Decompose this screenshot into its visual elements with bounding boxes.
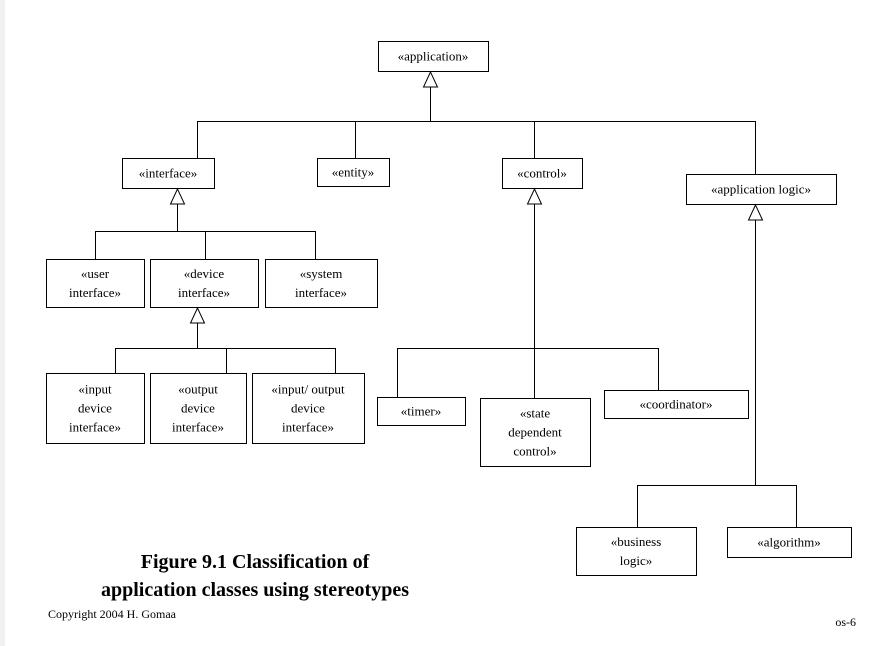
generalization-interface [95, 187, 316, 259]
node-label-line: «user [81, 266, 110, 281]
node-system-interface: «system interface» [265, 259, 378, 308]
node-box [317, 158, 390, 187]
node-label-line: «application» [398, 49, 469, 64]
node-box [480, 398, 591, 467]
node-algorithm: «algorithm» [727, 527, 852, 558]
node-label-line: «system [300, 266, 343, 281]
node-label-line: interface» [69, 420, 121, 435]
node-control: «control» [502, 158, 583, 189]
node-box [122, 158, 215, 189]
slide-number: os-6 [835, 615, 856, 629]
node-output-device-interface: «output device interface» [150, 373, 247, 444]
node-label-line: interface» [295, 285, 347, 300]
node-label-line: interface» [178, 285, 230, 300]
node-label-line: «business [611, 534, 662, 549]
node-box [576, 527, 697, 576]
node-label-line: «interface» [139, 166, 197, 181]
node-box [727, 527, 852, 558]
node-label-line: device [78, 401, 112, 416]
generalization-arrowhead [526, 187, 543, 205]
node-state-dependent-control: «state dependent control» [480, 398, 591, 467]
figure-caption-line-1: Figure 9.1 Classification of [140, 551, 370, 573]
figure-caption: Figure 9.1 Classification of application… [60, 548, 450, 604]
node-box [604, 390, 749, 419]
node-box [252, 373, 365, 444]
figure-caption-line-2: application classes using stereotypes [101, 579, 409, 601]
copyright-notice: Copyright 2004 H. Gomaa [48, 607, 176, 621]
node-label-line: control» [513, 444, 556, 459]
node-timer: «timer» [377, 397, 466, 426]
node-device-interface: «device interface» [150, 259, 259, 308]
node-label-line: «output [178, 382, 218, 397]
node-box [46, 259, 145, 308]
node-label-line: «coordinator» [640, 397, 713, 412]
node-label-line: «application logic» [711, 182, 811, 197]
node-label-line: dependent [508, 425, 562, 440]
slide-left-edge [0, 0, 5, 646]
node-box [265, 259, 378, 308]
node-box [150, 259, 259, 308]
node-label-line: «input [78, 382, 112, 397]
generalization-arrowhead [747, 203, 764, 221]
node-box [46, 373, 145, 444]
node-box [377, 397, 466, 426]
generalization-arrowhead [169, 187, 186, 205]
node-label-line: «device [184, 266, 225, 281]
node-business-logic: «business logic» [576, 527, 697, 576]
node-application-logic: «application logic» [686, 174, 837, 205]
node-box [502, 158, 583, 189]
node-label-line: «algorithm» [757, 535, 821, 550]
generalization-control [397, 187, 659, 398]
node-label-line: «input/ output [271, 382, 345, 397]
generalization-device-interface [115, 306, 336, 373]
generalization-arrowhead [422, 70, 439, 88]
node-user-interface: «user interface» [46, 259, 145, 308]
node-box [150, 373, 247, 444]
node-label-line: device [291, 401, 325, 416]
node-coordinator: «coordinator» [604, 390, 749, 419]
generalization-application [197, 70, 756, 174]
node-label-line: device [181, 401, 215, 416]
node-box [686, 174, 837, 205]
generalization-connectors [95, 70, 797, 527]
node-input-device-interface: «input device interface» [46, 373, 145, 444]
node-label-line: interface» [69, 285, 121, 300]
node-label-line: «control» [517, 166, 567, 181]
node-application: «application» [378, 41, 489, 72]
node-label-line: interface» [172, 420, 224, 435]
node-entity: «entity» [317, 158, 390, 187]
stereotype-nodes: «application» «interface» «entity» «control… [46, 41, 852, 576]
node-interface: «interface» [122, 158, 215, 189]
node-label-line: «entity» [332, 165, 375, 180]
node-box [378, 41, 489, 72]
generalization-arrowhead [189, 306, 206, 324]
node-label-line: «timer» [401, 404, 441, 419]
node-label-line: logic» [620, 553, 653, 568]
node-label-line: «state [520, 406, 551, 421]
generalization-application-logic [637, 203, 797, 527]
node-io-device-interface: «input/ output device interface» [252, 373, 365, 444]
node-label-line: interface» [282, 420, 334, 435]
